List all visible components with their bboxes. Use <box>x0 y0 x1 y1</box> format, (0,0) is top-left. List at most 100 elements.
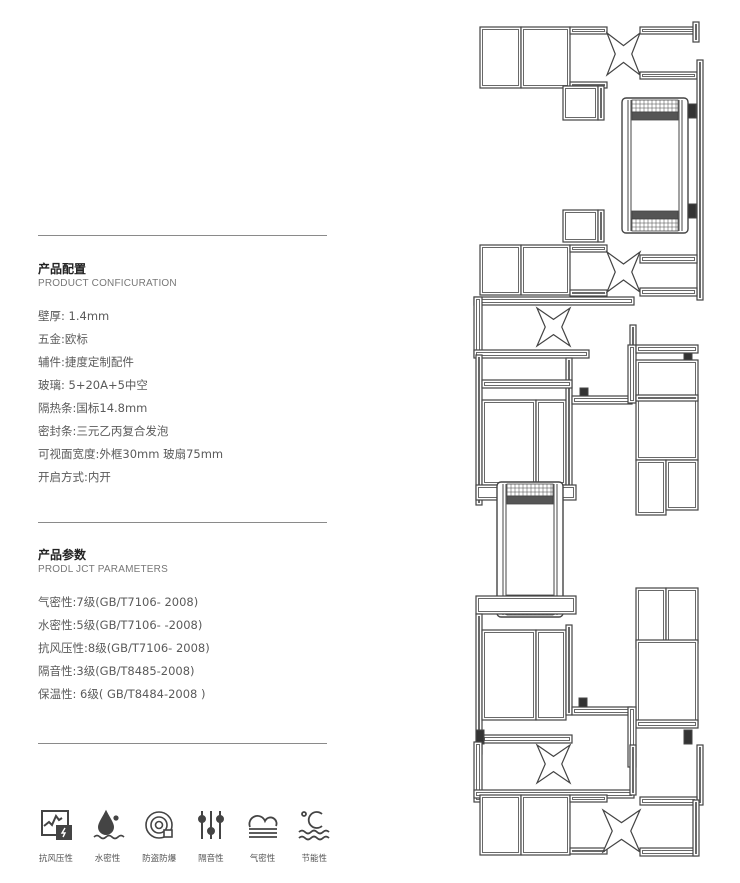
profile-part <box>473 349 590 359</box>
params-subtitle: PRODL JCT PARAMETERS <box>38 564 168 575</box>
profile-part <box>565 357 573 499</box>
profile-part <box>482 29 519 86</box>
profile-part <box>569 26 608 35</box>
feature-label: 隔音性 <box>198 854 224 864</box>
profile-part <box>635 639 699 726</box>
profile-part <box>695 802 697 854</box>
profile-part <box>473 296 483 358</box>
profile-part <box>696 744 704 806</box>
gasket-seal <box>687 203 697 219</box>
profile-part <box>481 734 573 744</box>
param-item: 水密性:5级(GB/T7106- -2008) <box>38 618 203 632</box>
param-item: 抗风压性:8级(GB/T7106- 2008) <box>38 641 210 655</box>
profile-part <box>482 247 519 293</box>
profile-part <box>562 85 599 121</box>
profile-part <box>481 629 537 721</box>
profile-part <box>600 212 602 240</box>
divider <box>38 743 327 744</box>
feature-anti-theft: 防盗防爆 <box>133 808 185 864</box>
gasket-seal <box>687 103 697 119</box>
feature-label: 防盗防爆 <box>142 854 177 864</box>
profile-part <box>535 399 567 486</box>
profile-part <box>479 794 522 856</box>
config-item: 密封条:三元乙丙复合发泡 <box>38 424 169 438</box>
water-tight-icon <box>92 809 125 840</box>
profile-part <box>639 796 698 806</box>
param-item: 保温性: 6级( GB/T8484-2008 ) <box>38 687 206 701</box>
wind-pressure-icon <box>40 810 72 840</box>
config-item: 可视面宽度:外框30mm 玻扇75mm <box>38 447 224 461</box>
feature-label: 抗风压性 <box>38 854 73 864</box>
profile-part <box>569 244 608 253</box>
profile-part <box>538 632 564 718</box>
config-list: 壁厚: 1.4mm 五金:欧标 辅件:捷度定制配件 玻璃: 5+20A+5中空 … <box>38 308 223 492</box>
profile-part <box>638 347 696 351</box>
profile-part <box>520 794 571 856</box>
profile-part <box>629 744 637 796</box>
thermal-break-strip <box>601 808 642 854</box>
thermal-break-strip <box>605 31 642 77</box>
profile-part <box>476 744 480 800</box>
profile-part <box>520 26 571 89</box>
profile-part <box>699 62 701 298</box>
feature-energy-saving: 节能性 <box>288 808 340 864</box>
profile-part <box>627 344 637 404</box>
sound-insulation-icon <box>197 811 224 839</box>
feature-label: 气密性 <box>249 854 276 864</box>
divider <box>38 522 327 523</box>
params-list: 气密性:7级(GB/T7106- 2008) 水密性:5级(GB/T7106- … <box>38 594 210 709</box>
profile-part <box>572 797 605 800</box>
profile-part <box>535 629 567 721</box>
profile-part <box>571 706 633 716</box>
profile-part <box>632 747 634 793</box>
glass-unit <box>621 97 689 234</box>
profile-part <box>478 598 574 612</box>
profile-part <box>473 296 635 306</box>
spacer-grid <box>631 99 679 113</box>
profile-part <box>639 287 698 297</box>
profile-part <box>565 212 596 240</box>
profile-part <box>638 362 696 458</box>
profile-part <box>642 257 695 261</box>
config-item: 壁厚: 1.4mm <box>38 309 110 323</box>
feature-sound-insulation: 隔音性 <box>185 808 237 864</box>
profile-part <box>597 209 605 243</box>
profile-part <box>635 719 699 729</box>
profile-part <box>475 595 577 615</box>
profile-part <box>572 292 605 294</box>
thermal-break-strip <box>605 250 642 294</box>
profile-part <box>473 741 483 803</box>
profile-part <box>635 344 699 354</box>
config-item: 玻璃: 5+20A+5中空 <box>38 378 148 392</box>
profile-part <box>572 29 605 32</box>
profile-part <box>568 627 570 713</box>
profile-part <box>569 847 608 855</box>
profile-part <box>475 354 483 506</box>
param-item: 隔音性:3级(GB/T8485-2008) <box>38 664 195 678</box>
profile-part <box>668 462 696 508</box>
profile-part <box>642 290 695 294</box>
profile-part <box>600 88 602 118</box>
config-item: 隔热条:国标14.8mm <box>38 401 148 415</box>
energy-saving-icon <box>298 811 330 841</box>
profile-part <box>699 747 701 803</box>
profile-part <box>638 397 696 399</box>
profile-part <box>695 24 697 40</box>
profile-part <box>481 379 573 389</box>
desiccant-band <box>631 210 679 220</box>
profile-part <box>635 359 699 461</box>
profile-part <box>569 289 608 297</box>
thermal-break-strip <box>535 306 572 348</box>
spacer-grid <box>631 218 679 232</box>
profile-part <box>484 632 534 718</box>
profile-part <box>638 722 696 726</box>
spacer-grid <box>506 483 554 497</box>
profile-part <box>692 799 700 857</box>
profile-part <box>478 357 480 503</box>
profile-part <box>479 244 522 296</box>
air-tight-icon <box>248 815 277 838</box>
profile-part <box>572 247 605 250</box>
gasket-seal <box>683 729 693 745</box>
param-item: 气密性:7级(GB/T7106- 2008) <box>38 595 199 609</box>
